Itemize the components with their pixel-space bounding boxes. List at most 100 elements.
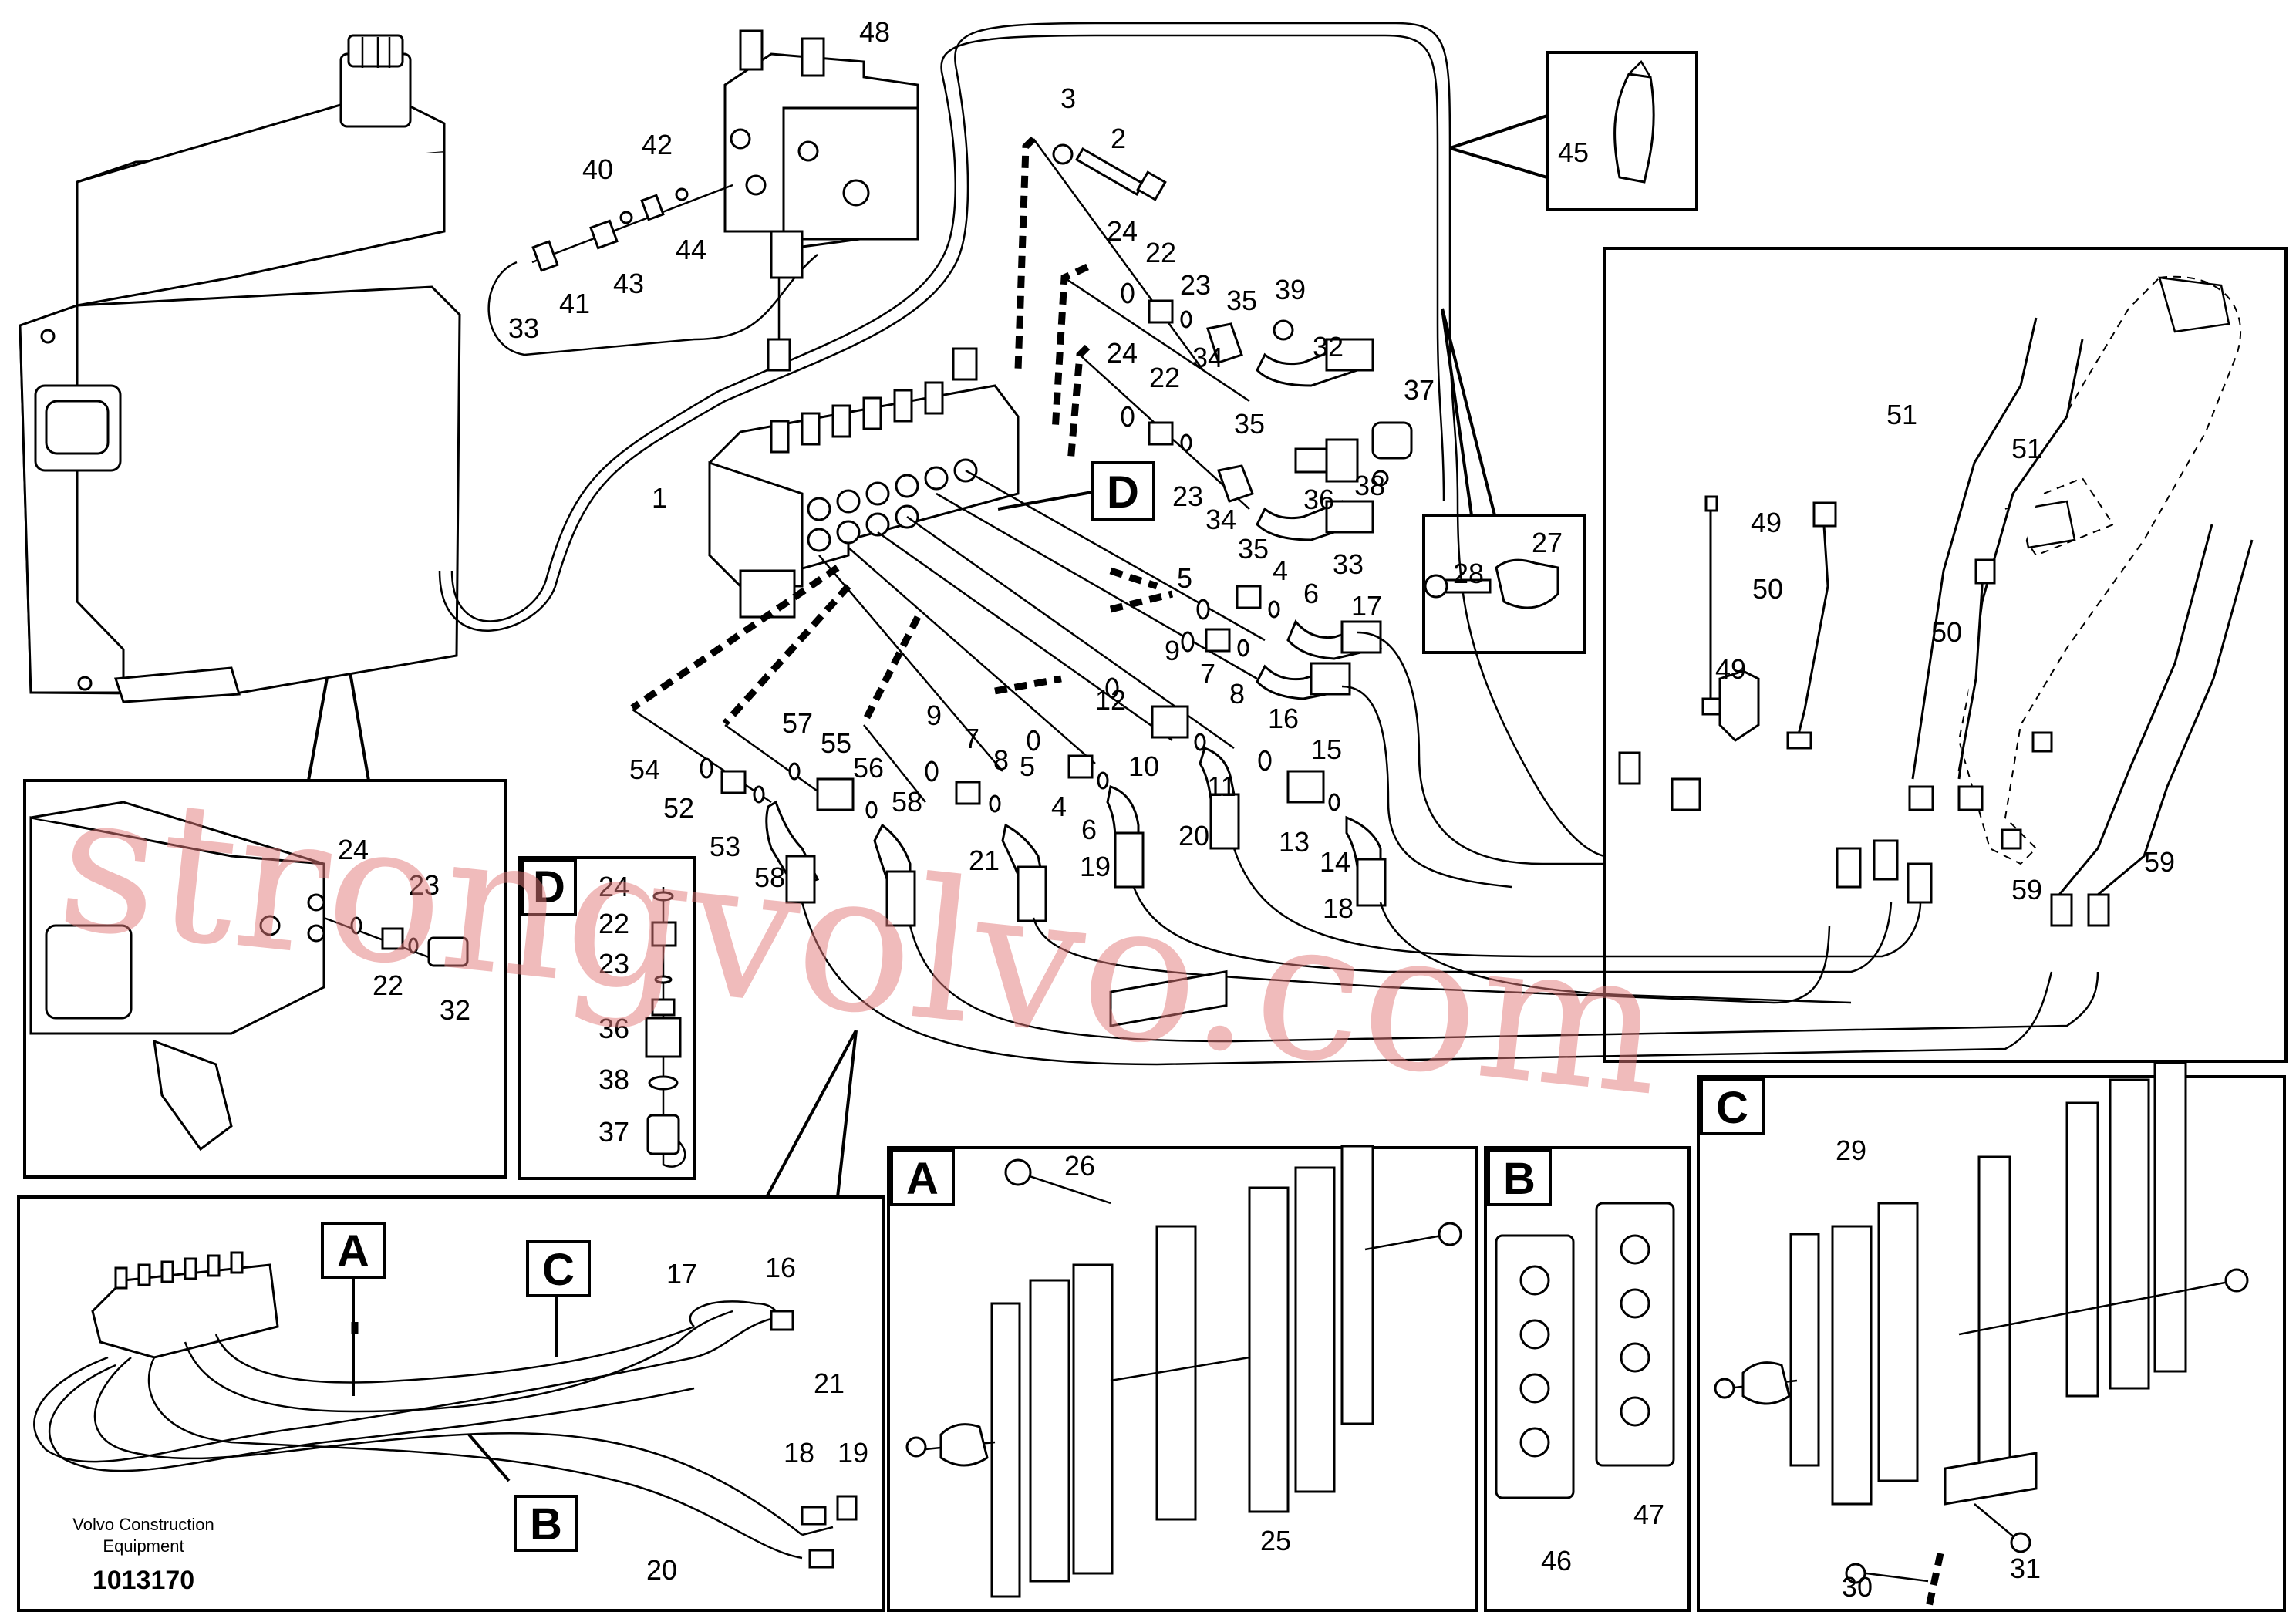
part-number-label: 21 [814,1367,845,1399]
part-number-label: 15 [1311,733,1342,765]
tag-box-a-detail: A [890,1149,955,1206]
tag-letter: C [1716,1083,1748,1133]
part-number-label: 51 [1886,399,1917,430]
part-number-label: 32 [1313,331,1344,363]
part-number-label: 9 [1165,635,1180,666]
part-number-label: 30 [1842,1571,1873,1603]
part-number-label: 3 [1060,83,1076,114]
fitting-chain-lower [700,677,1387,927]
part-number-label: 49 [1751,507,1782,538]
part-number-label: 17 [666,1258,697,1290]
part-number-label: 38 [1354,470,1385,501]
main-control-valve [708,347,1020,619]
bottom-overview-frame [17,1195,885,1612]
part-number-label: 34 [1192,342,1223,373]
part-number-label: 46 [1541,1545,1572,1576]
part-number-label: 33 [508,312,539,344]
part-number-label: 4 [1051,791,1067,822]
part-number-label: 6 [1081,814,1097,845]
hydraulic-tank [19,34,461,703]
part-number-label: 19 [838,1437,868,1469]
part-number-label: 22 [373,969,403,1001]
return-hose [438,22,1459,632]
tag-letter: D [1107,467,1139,518]
bolt-assembly-2-3 [1052,143,1167,201]
part-number-label: 23 [598,948,629,980]
part-number-label: 53 [710,831,740,862]
part-number-label: 56 [853,752,884,784]
part-number-label: 11 [1207,771,1236,802]
overview-content [33,1251,858,1569]
tag-letter: B [1503,1154,1536,1204]
part-number-label: 57 [782,707,813,739]
part-number-label: 42 [642,129,673,160]
part-number-label: 25 [1260,1525,1291,1556]
clamp-27-28 [1424,558,1559,609]
part-number-label: 26 [1064,1150,1095,1182]
aux-fittings [531,184,733,272]
part-number-label: 49 [1715,653,1746,685]
part-number-label: 19 [1080,851,1111,882]
part-number-label: 54 [629,754,660,785]
long-hoses [801,501,2099,1066]
part-number-label: 14 [1320,846,1350,878]
part-number-label: 50 [1931,616,1962,648]
right-inset-frame [1603,247,2288,1063]
part-number-label: 51 [2011,433,2042,464]
part-number-label: 58 [754,862,785,893]
tag-box-a-overview: A [321,1222,386,1279]
part-number-label: 36 [598,1013,629,1044]
d-detail-frame [518,856,696,1180]
part-number-label: 59 [2144,846,2175,878]
part-number-label: 35 [1226,285,1257,316]
part-number-label: 13 [1279,826,1310,858]
part-number-label: 20 [1178,820,1209,851]
part-number-label: 34 [1205,504,1236,535]
part-number-label: 8 [993,744,1009,776]
part-number-label: 37 [1404,374,1435,406]
part-number-label: 23 [1180,269,1211,301]
tank-detail-content [29,801,469,1152]
tag-letter: D [533,862,565,912]
part-number-label: 5 [1020,750,1035,782]
fitting-chain-right [1181,585,1382,700]
part-number-label: 35 [1234,408,1265,440]
part-number-label: 20 [646,1554,677,1586]
cable-tie-leader [1449,113,1549,180]
part-number-label: 41 [559,288,590,319]
credit-line-2: Equipment [103,1536,184,1556]
part-number-label: 59 [2011,874,2042,905]
a-detail-frame [887,1146,1478,1612]
watermark: strongvolvo.com [49,747,1673,1138]
part-number-label: 33 [1333,548,1364,580]
part-number-label: 7 [1200,658,1215,690]
part-number-label: 22 [1145,237,1176,268]
part-number-label: 24 [1107,215,1138,247]
c-detail-content [1714,1061,2249,1584]
part-number-label: 52 [663,792,694,824]
part-number-label: 24 [598,871,629,902]
auxiliary-valve [723,29,919,372]
tag-letter: B [530,1499,562,1549]
tag-letter: C [542,1245,575,1295]
part-number-label: 50 [1752,573,1783,605]
part-number-label: 28 [1453,558,1484,589]
tag-box-c-detail: C [1700,1078,1765,1135]
tag-letter: A [337,1226,369,1276]
clamp-callout-frame [1422,514,1586,654]
part-number-label: 7 [964,723,979,754]
valve-lines [632,138,1266,804]
part-number-label: 17 [1351,590,1382,622]
clamp-leader [1441,308,1497,517]
part-number-label: 55 [821,727,851,759]
part-number-label: 44 [676,234,706,265]
part-number-label: 16 [1268,703,1299,734]
part-number-label: 45 [1558,137,1589,168]
part-number-label: 23 [409,869,440,901]
tag-box-b-overview: B [514,1495,578,1552]
pilot-hose-loop [487,254,818,356]
part-number-label: 37 [598,1116,629,1148]
part-number-label: 23 [1172,481,1203,512]
